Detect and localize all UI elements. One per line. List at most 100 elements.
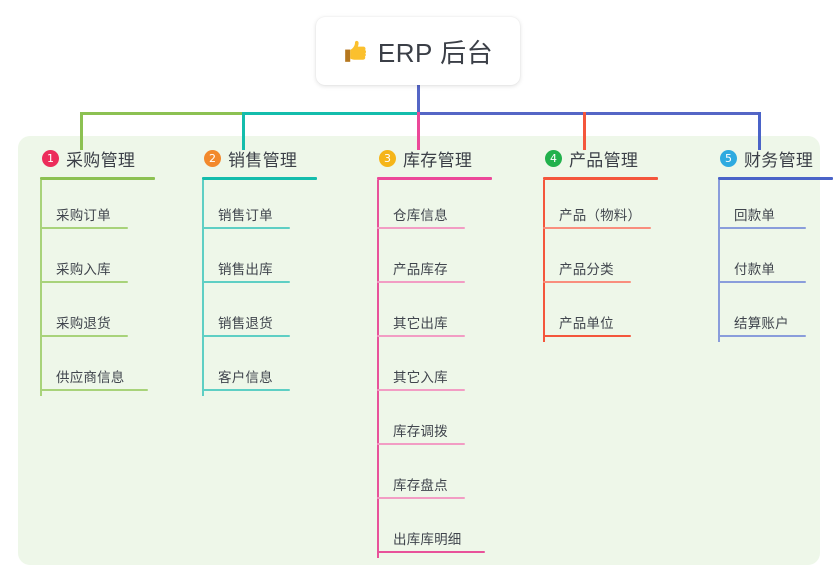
branch-header-2[interactable]: 2 销售管理 <box>202 146 372 170</box>
item-label: 库存调拨 <box>393 424 448 439</box>
list-item[interactable]: 客户信息 <box>202 342 372 396</box>
root-node-content: ERP 后台 <box>343 33 493 70</box>
root-node-label: ERP 后台 <box>377 37 494 68</box>
list-item[interactable]: 其它出库 <box>377 288 547 342</box>
list-item[interactable]: 结算账户 <box>718 288 839 342</box>
branch-items-4: 产品（物料） 产品分类 产品单位 <box>543 180 713 342</box>
list-item[interactable]: 产品（物料） <box>543 180 713 234</box>
item-rule <box>40 335 128 337</box>
connector-bar-teal <box>243 112 419 115</box>
branch-items-2: 销售订单 销售出库 销售退货 客户信息 <box>202 180 372 396</box>
item-rule <box>377 497 465 499</box>
list-item[interactable]: 销售退货 <box>202 288 372 342</box>
item-rule <box>718 227 806 229</box>
item-label: 采购入库 <box>56 262 111 277</box>
branch-items-1: 采购订单 采购入库 采购退货 供应商信息 <box>40 180 210 396</box>
connector-bar-green <box>80 112 243 115</box>
item-label: 其它入库 <box>393 370 448 385</box>
branch-title-3: 库存管理 <box>403 150 473 170</box>
list-item[interactable]: 产品单位 <box>543 288 713 342</box>
branch-title-4: 产品管理 <box>569 150 639 170</box>
list-item[interactable]: 采购入库 <box>40 234 210 288</box>
branch-rule-2 <box>202 177 317 180</box>
item-rule <box>377 389 465 391</box>
item-label: 销售退货 <box>218 316 273 331</box>
branch-spine-4 <box>543 180 545 342</box>
branch-rule-3 <box>377 177 492 180</box>
drop-line-col-3 <box>417 112 420 150</box>
branch-items-5: 回款单 付款单 结算账户 <box>718 180 839 342</box>
branch-column-3[interactable]: 3 库存管理 仓库信息 产品库存 其它出库 其它入库 库存调拨 <box>377 146 547 558</box>
item-label: 库存盘点 <box>393 478 448 493</box>
branch-column-4[interactable]: 4 产品管理 产品（物料） 产品分类 产品单位 <box>543 146 713 342</box>
drop-line-col-4 <box>583 112 586 150</box>
item-label: 客户信息 <box>218 370 273 385</box>
branch-column-2[interactable]: 2 销售管理 销售订单 销售出库 销售退货 客户信息 <box>202 146 372 396</box>
item-label: 销售订单 <box>218 208 273 223</box>
branch-spine-1 <box>40 180 42 396</box>
list-item[interactable]: 供应商信息 <box>40 342 210 396</box>
branch-header-3[interactable]: 3 库存管理 <box>377 146 547 170</box>
list-item[interactable]: 产品库存 <box>377 234 547 288</box>
item-rule <box>377 227 465 229</box>
list-item[interactable]: 销售订单 <box>202 180 372 234</box>
drop-line-col-2 <box>242 112 245 150</box>
item-rule <box>40 281 128 283</box>
list-item[interactable]: 回款单 <box>718 180 839 234</box>
list-item[interactable]: 出库库明细 <box>377 504 547 558</box>
branch-rule-1 <box>40 177 155 180</box>
item-rule <box>377 281 465 283</box>
item-rule <box>377 551 485 553</box>
item-label: 销售出库 <box>218 262 273 277</box>
list-item[interactable]: 其它入库 <box>377 342 547 396</box>
drop-line-col-5 <box>758 112 761 150</box>
list-item[interactable]: 产品分类 <box>543 234 713 288</box>
branch-title-5: 财务管理 <box>744 150 814 170</box>
item-label: 回款单 <box>734 208 776 223</box>
list-item[interactable]: 库存盘点 <box>377 450 547 504</box>
item-label: 产品分类 <box>559 262 614 277</box>
item-label: 结算账户 <box>734 316 789 331</box>
list-item[interactable]: 库存调拨 <box>377 396 547 450</box>
item-label: 出库库明细 <box>393 532 462 547</box>
branch-column-5[interactable]: 5 财务管理 回款单 付款单 结算账户 <box>718 146 839 342</box>
branch-rule-4 <box>543 177 658 180</box>
branch-header-5[interactable]: 5 财务管理 <box>718 146 839 170</box>
trunk-line <box>417 85 420 115</box>
thumbs-up-icon <box>345 40 366 62</box>
item-rule <box>718 335 806 337</box>
root-node-erp-backend[interactable]: ERP 后台 <box>316 17 520 85</box>
branch-title-1: 采购管理 <box>66 150 136 170</box>
item-rule <box>40 389 148 391</box>
item-label: 其它出库 <box>393 316 448 331</box>
item-rule <box>377 443 465 445</box>
list-item[interactable]: 销售出库 <box>202 234 372 288</box>
branch-badge-4: 4 <box>545 149 562 167</box>
drop-line-col-1 <box>80 112 83 150</box>
item-rule <box>543 281 631 283</box>
item-rule <box>202 389 290 391</box>
branch-header-1[interactable]: 1 采购管理 <box>40 146 210 170</box>
item-label: 采购订单 <box>56 208 111 223</box>
item-rule <box>40 227 128 229</box>
item-label: 付款单 <box>734 262 776 277</box>
list-item[interactable]: 采购退货 <box>40 288 210 342</box>
branch-header-4[interactable]: 4 产品管理 <box>543 146 713 170</box>
branch-title-2: 销售管理 <box>228 150 298 170</box>
branch-column-1[interactable]: 1 采购管理 采购订单 采购入库 采购退货 供应商信息 <box>40 146 210 396</box>
list-item[interactable]: 付款单 <box>718 234 839 288</box>
branch-items-3: 仓库信息 产品库存 其它出库 其它入库 库存调拨 库存盘点 <box>377 180 547 558</box>
branch-badge-3: 3 <box>379 149 396 167</box>
item-label: 供应商信息 <box>56 370 125 385</box>
item-rule <box>202 227 290 229</box>
list-item[interactable]: 仓库信息 <box>377 180 547 234</box>
list-item[interactable]: 采购订单 <box>40 180 210 234</box>
branch-spine-2 <box>202 180 204 396</box>
item-rule <box>543 227 651 229</box>
branch-badge-2: 2 <box>204 149 221 167</box>
item-rule <box>202 281 290 283</box>
connector-bar-blue <box>419 112 761 115</box>
mindmap-panel <box>18 136 820 565</box>
item-label: 仓库信息 <box>393 208 448 223</box>
